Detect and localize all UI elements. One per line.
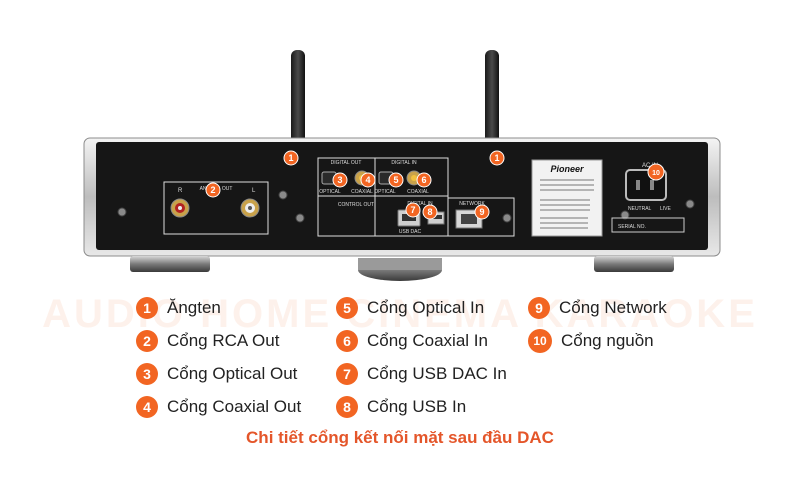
legend-item: 5 Cổng Optical In (336, 296, 484, 320)
legend-number-badge: 1 (136, 297, 158, 319)
brand-logo: Pioneer (550, 164, 584, 174)
legend-item: 8 Cổng USB In (336, 395, 466, 419)
svg-text:DIGITAL OUT: DIGITAL OUT (331, 160, 362, 166)
svg-text:COAXIAL: COAXIAL (407, 189, 429, 195)
callout-number: 3 (337, 175, 342, 185)
digital-labels: DIGITAL OUT DIGITAL IN OPTICAL COAXIAL O… (319, 160, 485, 235)
callout-badge-optical-out: 3 (332, 172, 348, 188)
callout-number: 9 (479, 207, 484, 217)
svg-text:DIGITAL IN: DIGITAL IN (391, 160, 417, 166)
callout-badge-rca-out: 2 (205, 182, 221, 198)
svg-text:DIGITAL IN: DIGITAL IN (407, 201, 433, 207)
legend-label: Cổng RCA Out (167, 331, 280, 350)
legend-item: 2 Cổng RCA Out (136, 329, 279, 353)
chassis-feet (130, 256, 674, 281)
digital-io-section (317, 157, 515, 237)
legend-item: 10 Cổng nguồn (528, 329, 654, 353)
callout-number: 4 (365, 175, 370, 185)
callout-badge-antenna-right: 1 (489, 150, 505, 166)
legend-label: Cổng Coaxial Out (167, 397, 302, 416)
callout-badges: 1 1 2 3 4 5 6 7 8 9 10 (205, 150, 665, 220)
callout-badge-power: 10 (647, 163, 665, 181)
svg-text:CONTROL OUT: CONTROL OUT (338, 202, 374, 208)
rca-l-mark: L (252, 188, 256, 194)
panel-screws (117, 190, 695, 223)
callout-badge-coaxial-in: 6 (416, 172, 432, 188)
legend-number-badge: 8 (336, 396, 358, 418)
svg-text:USB DAC: USB DAC (399, 229, 422, 235)
legend-label: Cổng Optical Out (167, 364, 298, 383)
callout-number: 6 (421, 175, 426, 185)
legend-item: 7 Cổng USB DAC In (336, 362, 507, 386)
callout-number: 5 (393, 175, 398, 185)
diagram-caption: Chi tiết cổng kết nối mặt sau đầu DAC (246, 428, 554, 447)
dac-rear-panel-illustration: ANALOG OUT R L DIGITAL OUT DIGITAL IN (83, 50, 721, 281)
svg-text:COAXIAL: COAXIAL (351, 189, 373, 195)
callout-number: 1 (288, 153, 293, 163)
legend-item: 6 Cổng Coaxial In (336, 329, 488, 353)
info-plate: Pioneer (531, 159, 603, 237)
callout-badge-usb-in: 8 (422, 204, 438, 220)
svg-text:SERIAL NO.: SERIAL NO. (618, 224, 646, 230)
svg-text:LIVE: LIVE (660, 206, 672, 212)
legend-item: 9 Cổng Network (528, 296, 667, 320)
legend-number-badge: 9 (528, 297, 550, 319)
callout-number: 7 (410, 205, 415, 215)
legend-number-badge: 6 (336, 330, 358, 352)
dac-chassis (83, 137, 721, 257)
svg-text:NEUTRAL: NEUTRAL (628, 206, 652, 212)
legend-label: Cổng Network (559, 298, 667, 317)
legend-label: Cổng USB DAC In (367, 364, 507, 383)
legend-label: Ăngten (167, 298, 221, 317)
callout-number: 2 (210, 185, 215, 195)
rca-r-mark: R (178, 188, 183, 194)
legend-label: Cổng Coaxial In (367, 331, 488, 350)
svg-text:OPTICAL: OPTICAL (374, 189, 396, 195)
callout-number: 10 (652, 170, 660, 177)
legend-label: Cổng Optical In (367, 298, 485, 317)
svg-text:OPTICAL: OPTICAL (319, 189, 341, 195)
svg-text:NETWORK: NETWORK (459, 201, 485, 207)
legend-number-badge: 10 (528, 329, 552, 353)
legend-item: 3 Cổng Optical Out (136, 362, 297, 386)
legend-number-badge: 2 (136, 330, 158, 352)
callout-badge-coaxial-out: 4 (360, 172, 376, 188)
rca-out-left-jack[interactable] (170, 198, 190, 218)
rca-out-right-jack[interactable] (240, 198, 260, 218)
legend-label: Cổng USB In (367, 397, 467, 416)
callout-number: 8 (427, 207, 432, 217)
legend-label: Cổng nguồn (561, 331, 654, 350)
callout-badge-usb-dac-in: 7 (405, 202, 421, 218)
callout-badge-optical-in: 5 (388, 172, 404, 188)
legend-number-badge: 5 (336, 297, 358, 319)
legend-number-badge: 4 (136, 396, 158, 418)
legend-number-badge: 3 (136, 363, 158, 385)
callout-badge-network: 9 (474, 204, 490, 220)
legend-item: 1 Ăngten (136, 296, 221, 320)
legend-number-badge: 7 (336, 363, 358, 385)
legend-item: 4 Cổng Coaxial Out (136, 395, 301, 419)
callout-badge-antenna-left: 1 (283, 150, 299, 166)
callout-number: 1 (494, 153, 499, 163)
